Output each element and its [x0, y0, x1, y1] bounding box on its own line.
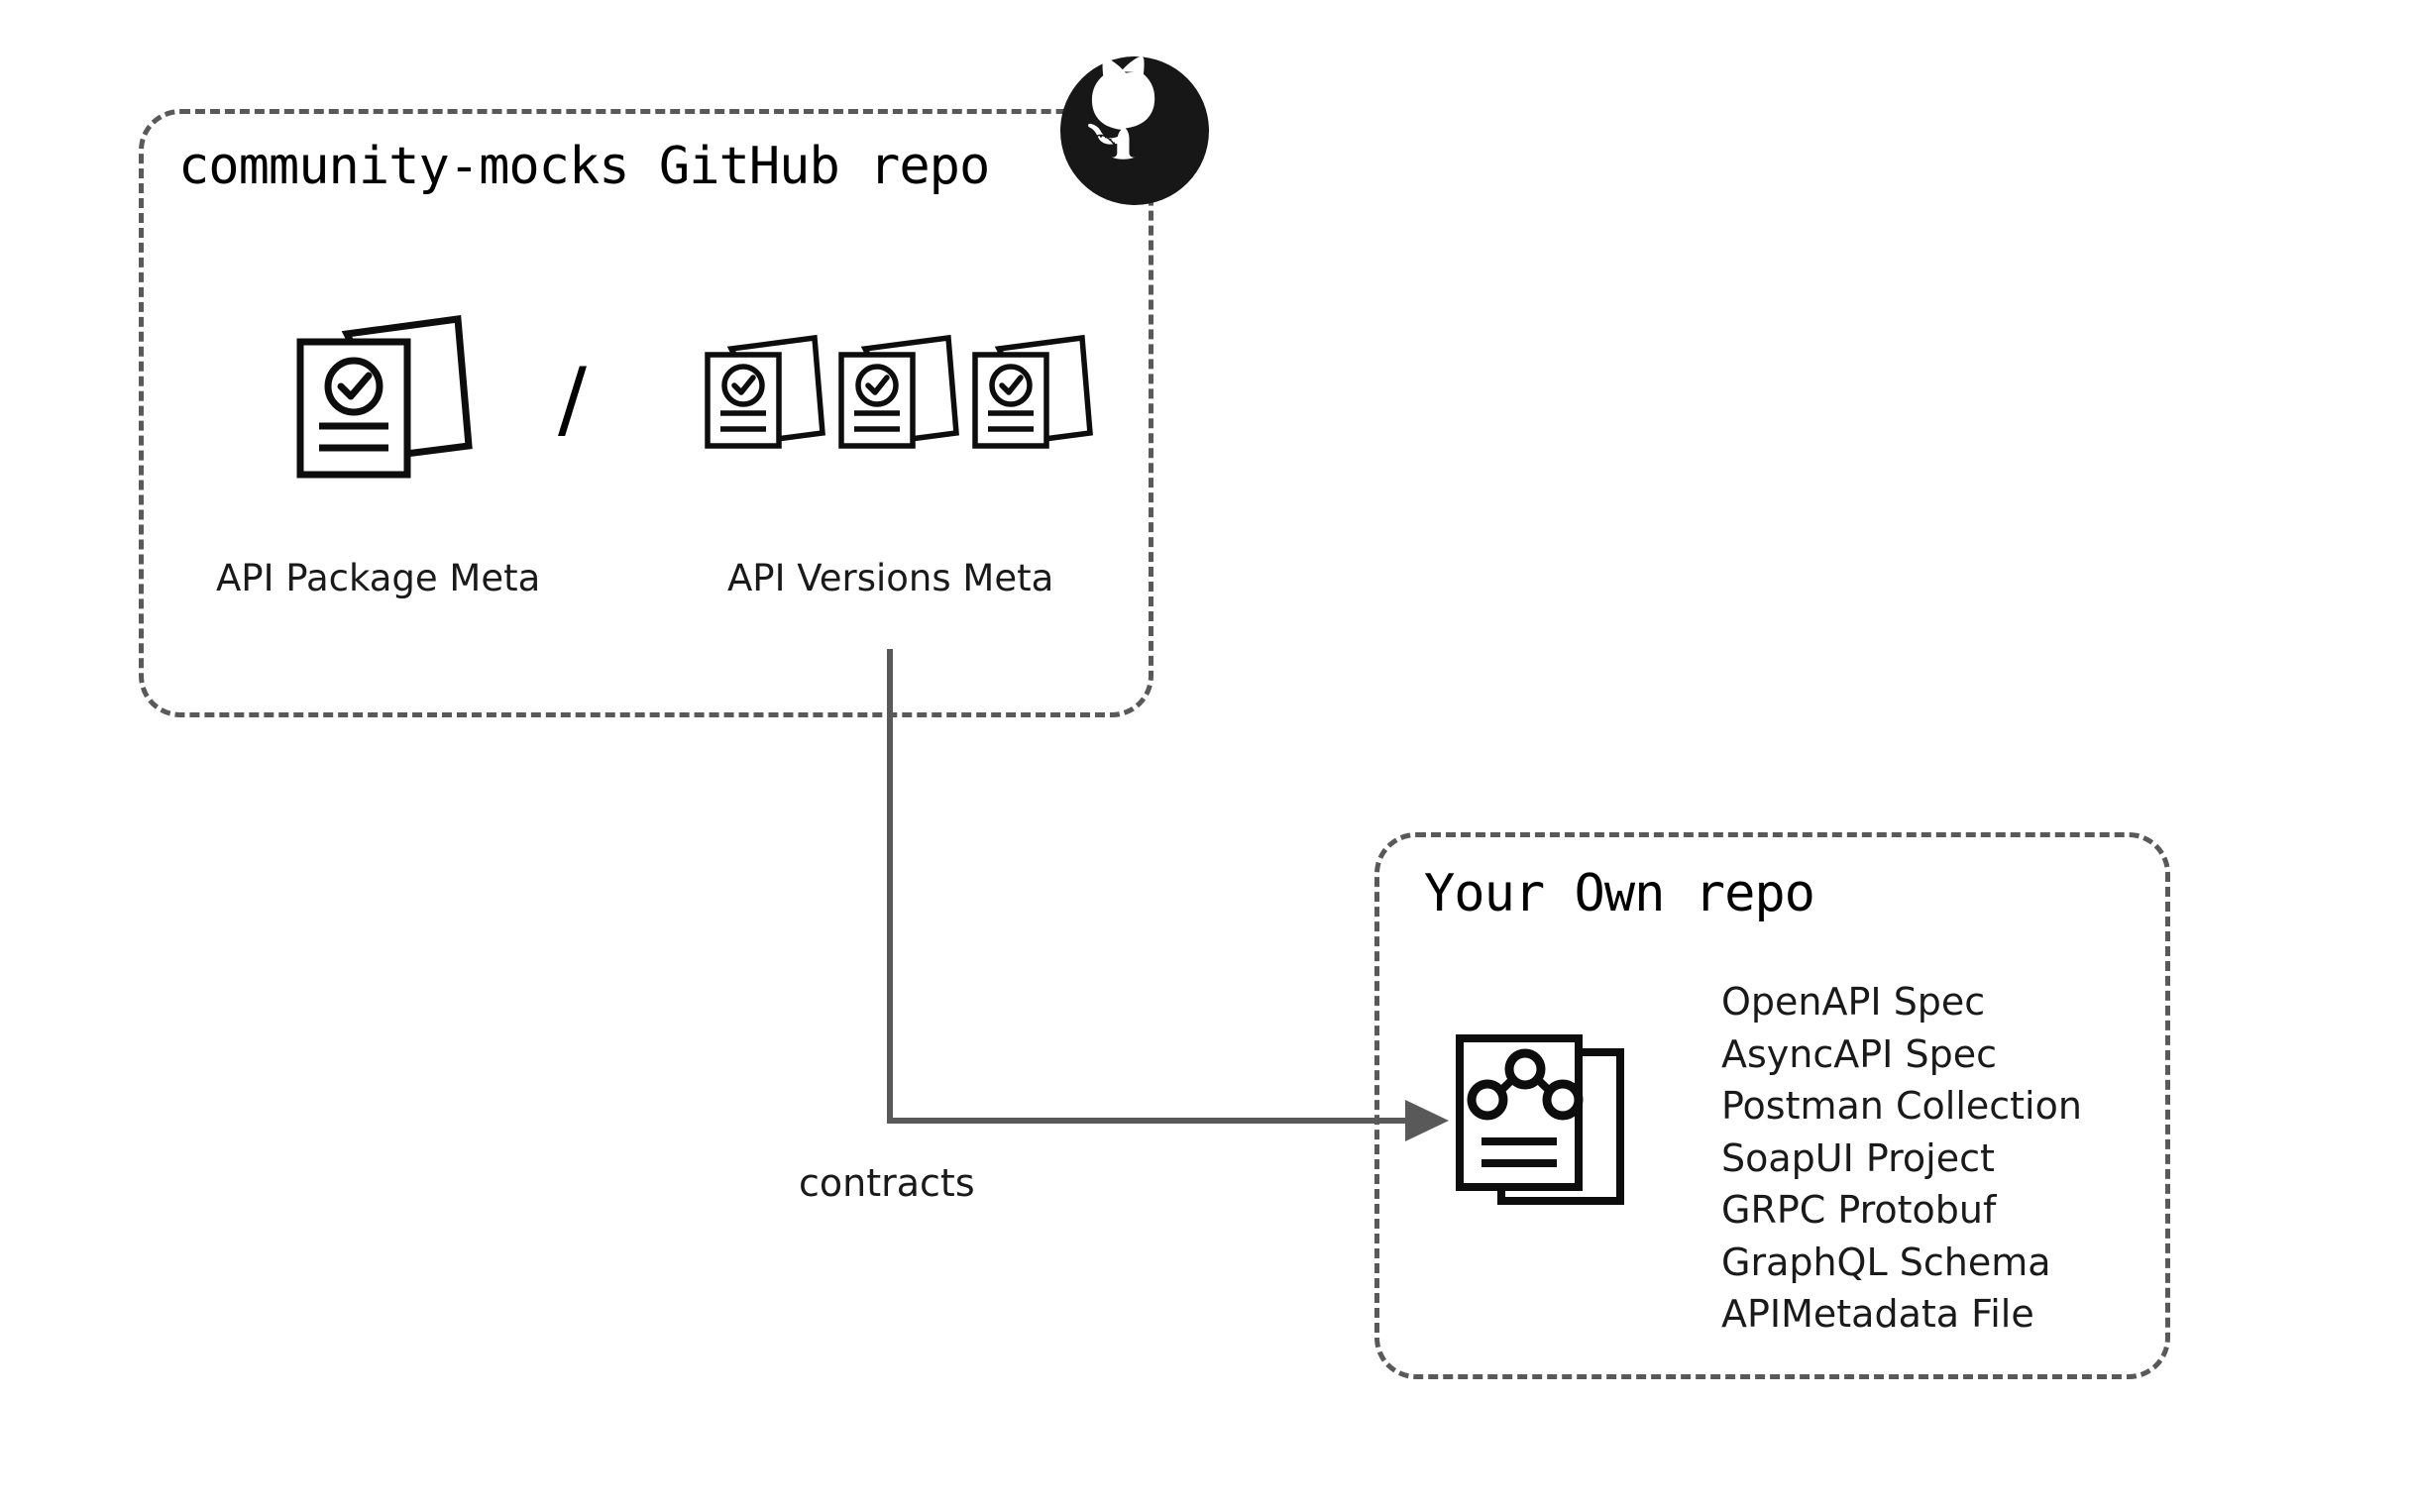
contracts-connector-label: contracts	[799, 1161, 975, 1205]
list-item: APIMetadata File	[1721, 1292, 2034, 1336]
list-item: GraphQL Schema	[1721, 1240, 2051, 1284]
own-repo-artifact-list: OpenAPI Spec AsyncAPI Spec Postman Colle…	[1721, 976, 2147, 1341]
community-mocks-repo-container	[139, 109, 1153, 717]
list-item: AsyncAPI Spec	[1721, 1031, 1997, 1076]
list-item: GRPC Protobuf	[1721, 1188, 1997, 1232]
contracts-connector-arrow	[887, 649, 1449, 1141]
list-item: SoapUI Project	[1721, 1135, 1995, 1180]
separator-slash: /	[558, 350, 587, 449]
list-item: Postman Collection	[1721, 1084, 2082, 1128]
community-mocks-repo-title: community-mocks GitHub repo	[178, 137, 990, 196]
list-item: OpenAPI Spec	[1721, 980, 1986, 1024]
api-versions-meta-caption: API Versions Meta	[727, 557, 1054, 599]
api-package-meta-caption: API Package Meta	[216, 557, 541, 599]
your-own-repo-container	[1374, 832, 2170, 1379]
your-own-repo-title: Your Own repo	[1424, 864, 1815, 923]
